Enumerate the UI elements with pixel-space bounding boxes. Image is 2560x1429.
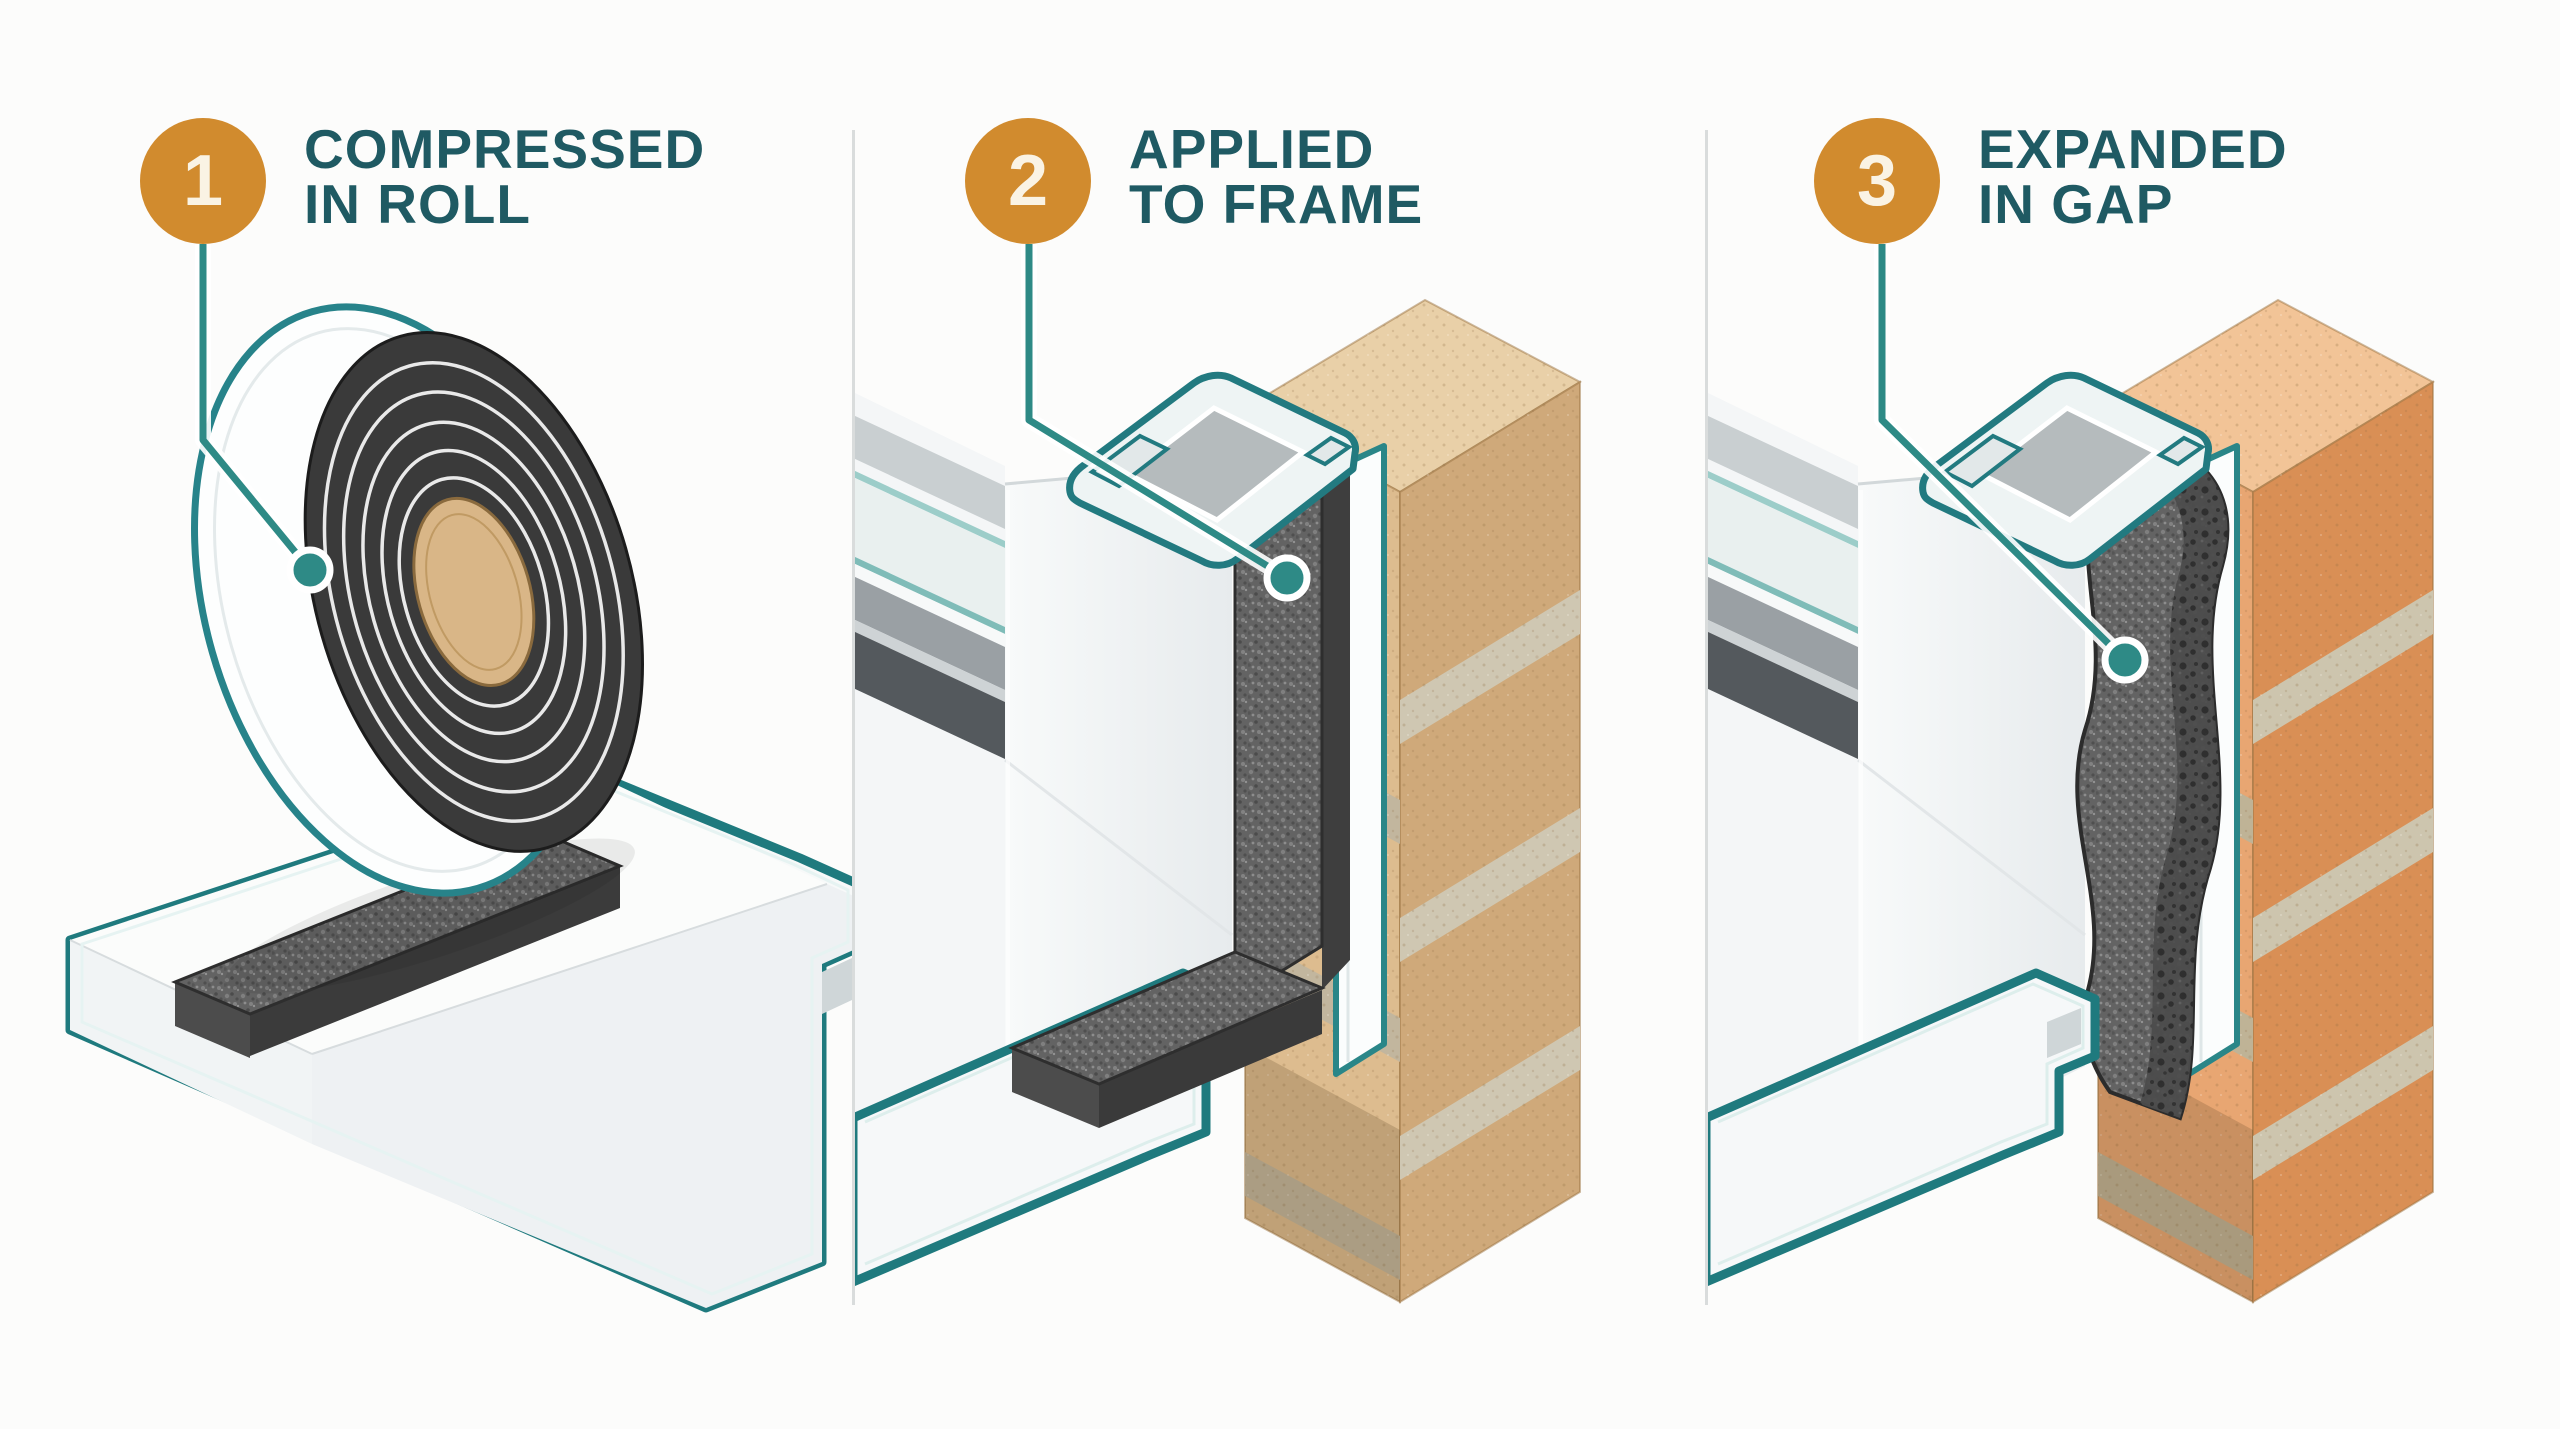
panel-divider-2 [1705,130,1708,1305]
foam-tape-strip [171,832,624,1058]
step-2-title: APPLIED TO FRAME [1129,122,1423,232]
step-3-number: 3 [1856,141,1898,221]
step-2-number: 2 [1007,141,1049,221]
leader-dot-2 [1263,554,1311,602]
roll-shadow [225,838,635,994]
step-1-title-line1: COMPRESSED [304,118,706,180]
step-1-title-line2: IN ROLL [304,173,531,235]
leader-dot-3 [2101,636,2149,684]
panel-1-illustration [65,244,852,1313]
applied-foam-tape [1008,439,1350,1128]
step-3-title-line2: IN GAP [1978,173,2174,235]
step-3-title: EXPANDED IN GAP [1978,122,2288,232]
leader-line-2 [1021,244,1311,602]
panel-3-illustration [1706,244,2434,1303]
step-3-header: 3 EXPANDED IN GAP [1814,118,2288,244]
leader-dot-1 [286,546,334,594]
step-2-title-line1: APPLIED [1129,118,1375,180]
sill-shadow-on-brick [1245,1046,1400,1302]
sill-shadow-on-brick [2098,1046,2253,1302]
step-2-badge: 2 [965,118,1091,244]
step-2-header: 2 APPLIED TO FRAME [965,118,1423,244]
step-1-header: 1 COMPRESSED IN ROLL [140,118,705,244]
panel-divider-1 [852,130,855,1305]
leader-line-1 [195,244,334,594]
tape-roll-illustration [191,303,644,897]
step-1-number: 1 [182,141,224,221]
step-3-title-line1: EXPANDED [1978,118,2288,180]
step-1-badge: 1 [140,118,266,244]
step-1-title: COMPRESSED IN ROLL [304,122,705,232]
step-2-title-line2: TO FRAME [1129,173,1424,235]
panel-2-illustration [853,244,1581,1303]
step-3-badge: 3 [1814,118,1940,244]
leader-line-3 [1874,244,2149,684]
roll-core [412,496,536,688]
